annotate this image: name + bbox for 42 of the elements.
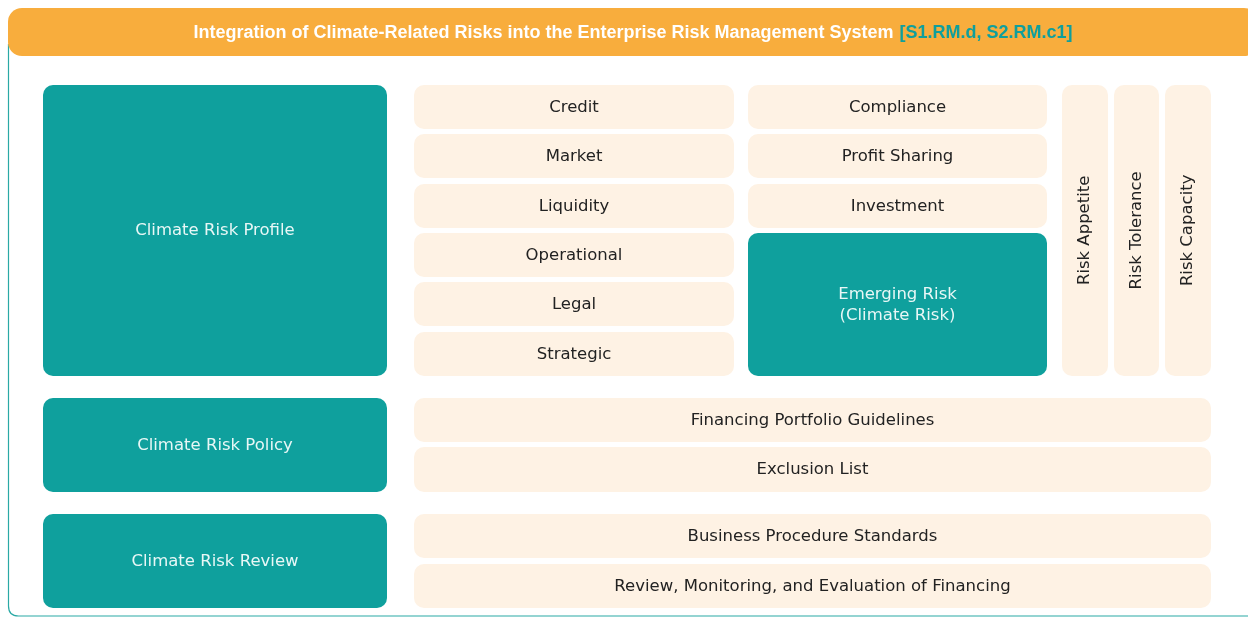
risk-item-box xyxy=(414,564,1211,608)
category-box xyxy=(748,233,1047,376)
box-label: Climate Risk Profile xyxy=(135,220,295,241)
risk-item-box xyxy=(414,332,734,376)
box-label: Review, Monitoring, and Evaluation of Financing xyxy=(614,575,1011,597)
category-box xyxy=(43,85,387,376)
risk-item-box xyxy=(414,514,1211,558)
risk-item-box xyxy=(748,134,1047,178)
box-label: Business Procedure Standards xyxy=(687,525,938,547)
title: Integration of Climate-Related Risks into the Enterprise Risk Management System xyxy=(193,21,894,43)
box-label: Strategic xyxy=(536,343,612,365)
reference-code: [S1.RM.d, S2.RM.c1] xyxy=(899,21,1073,43)
risk-item-box xyxy=(1165,85,1211,376)
risk-item-box xyxy=(414,447,1211,492)
category-box xyxy=(43,514,387,608)
risk-item-box xyxy=(1062,85,1108,376)
box-label: Investment xyxy=(850,195,945,217)
risk-item-box xyxy=(748,184,1047,228)
box-label: Exclusion List xyxy=(756,459,869,480)
risk-item-box xyxy=(414,184,734,228)
box-label: Compliance xyxy=(848,96,947,118)
risk-item-box xyxy=(414,233,734,277)
box-label: Risk Appetite xyxy=(1074,175,1095,286)
box-label: Risk Tolerance xyxy=(1126,171,1147,290)
risk-item-box xyxy=(414,134,734,178)
risk-item-box xyxy=(414,85,734,129)
box-label: Financing Portfolio Guidelines xyxy=(690,409,935,431)
box-label: Emerging Risk (Climate Risk) xyxy=(837,283,958,326)
box-label: Climate Risk Policy xyxy=(137,434,293,456)
risk-item-box xyxy=(1114,85,1159,376)
category-box xyxy=(43,398,387,492)
box-label: Liquidity xyxy=(538,195,610,217)
box-label: Risk Capacity xyxy=(1177,174,1198,287)
risk-item-box xyxy=(414,282,734,326)
box-label: Profit Sharing xyxy=(841,145,954,167)
box-label: Market xyxy=(545,145,603,167)
box-label: Credit xyxy=(549,96,599,118)
box-label: Operational xyxy=(525,244,623,266)
box-label: Legal xyxy=(551,293,597,315)
risk-item-box xyxy=(748,85,1047,129)
risk-item-box xyxy=(414,398,1211,442)
box-label: Climate Risk Review xyxy=(131,550,299,572)
